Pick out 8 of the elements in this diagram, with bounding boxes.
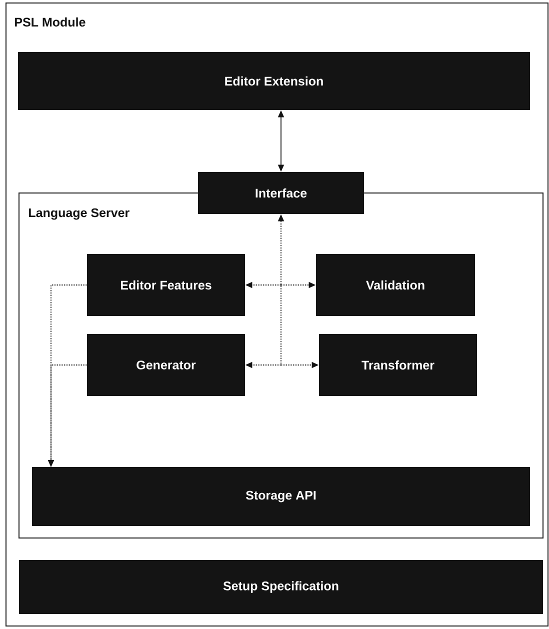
process-box: Storage API (32, 467, 530, 526)
process-box: Validation (316, 254, 475, 316)
process-box: Transformer (319, 334, 477, 396)
process-box: Interface (198, 172, 364, 214)
process-box: Setup Specification (19, 560, 543, 614)
process-box: Generator (87, 334, 245, 396)
process-box: Editor Extension (18, 52, 530, 110)
process-box: Editor Features (87, 254, 245, 316)
